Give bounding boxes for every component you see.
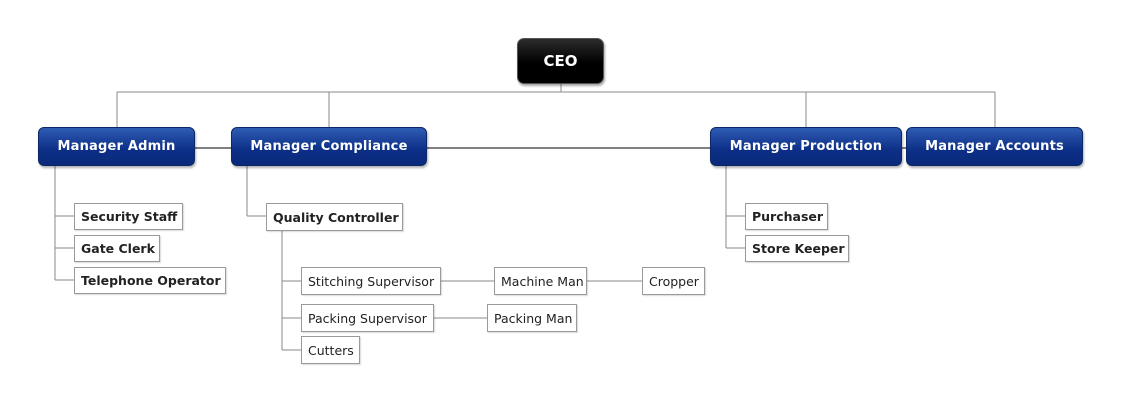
gate-clerk-node[interactable]: Gate Clerk (74, 235, 160, 262)
machine-man-label: Machine Man (501, 273, 584, 289)
store-keeper-node[interactable]: Store Keeper (745, 235, 849, 262)
ceo-label: CEO (543, 52, 578, 70)
telephone-operator-node[interactable]: Telephone Operator (74, 267, 226, 294)
manager-production-label: Manager Production (729, 139, 883, 154)
stitching-supervisor-node[interactable]: Stitching Supervisor (301, 267, 441, 295)
manager-accounts-label: Manager Accounts (925, 139, 1064, 154)
manager-admin-node[interactable]: Manager Admin (38, 127, 195, 166)
purchaser-label: Purchaser (752, 209, 824, 224)
packing-man-label: Packing Man (494, 310, 573, 326)
manager-compliance-label: Manager Compliance (250, 139, 408, 154)
manager-production-node[interactable]: Manager Production (710, 127, 902, 166)
manager-accounts-node[interactable]: Manager Accounts (906, 127, 1083, 166)
cropper-node[interactable]: Cropper (642, 267, 705, 295)
quality-controller-node[interactable]: Quality Controller (266, 203, 403, 231)
packing-supervisor-label: Packing Supervisor (308, 310, 427, 326)
gate-clerk-label: Gate Clerk (81, 241, 155, 256)
cutters-node[interactable]: Cutters (301, 336, 360, 364)
packing-man-node[interactable]: Packing Man (487, 304, 577, 332)
manager-compliance-node[interactable]: Manager Compliance (231, 127, 427, 166)
stitching-supervisor-label: Stitching Supervisor (308, 273, 435, 289)
security-staff-label: Security Staff (81, 209, 178, 224)
quality-controller-label: Quality Controller (273, 209, 399, 225)
machine-man-node[interactable]: Machine Man (494, 267, 587, 295)
packing-supervisor-node[interactable]: Packing Supervisor (301, 304, 434, 332)
cropper-label: Cropper (649, 273, 699, 289)
purchaser-node[interactable]: Purchaser (745, 203, 828, 230)
manager-admin-label: Manager Admin (57, 139, 176, 154)
telephone-operator-label: Telephone Operator (81, 273, 221, 288)
store-keeper-label: Store Keeper (752, 241, 845, 256)
security-staff-node[interactable]: Security Staff (74, 203, 183, 230)
ceo-node[interactable]: CEO (517, 38, 604, 84)
cutters-label: Cutters (308, 342, 354, 358)
